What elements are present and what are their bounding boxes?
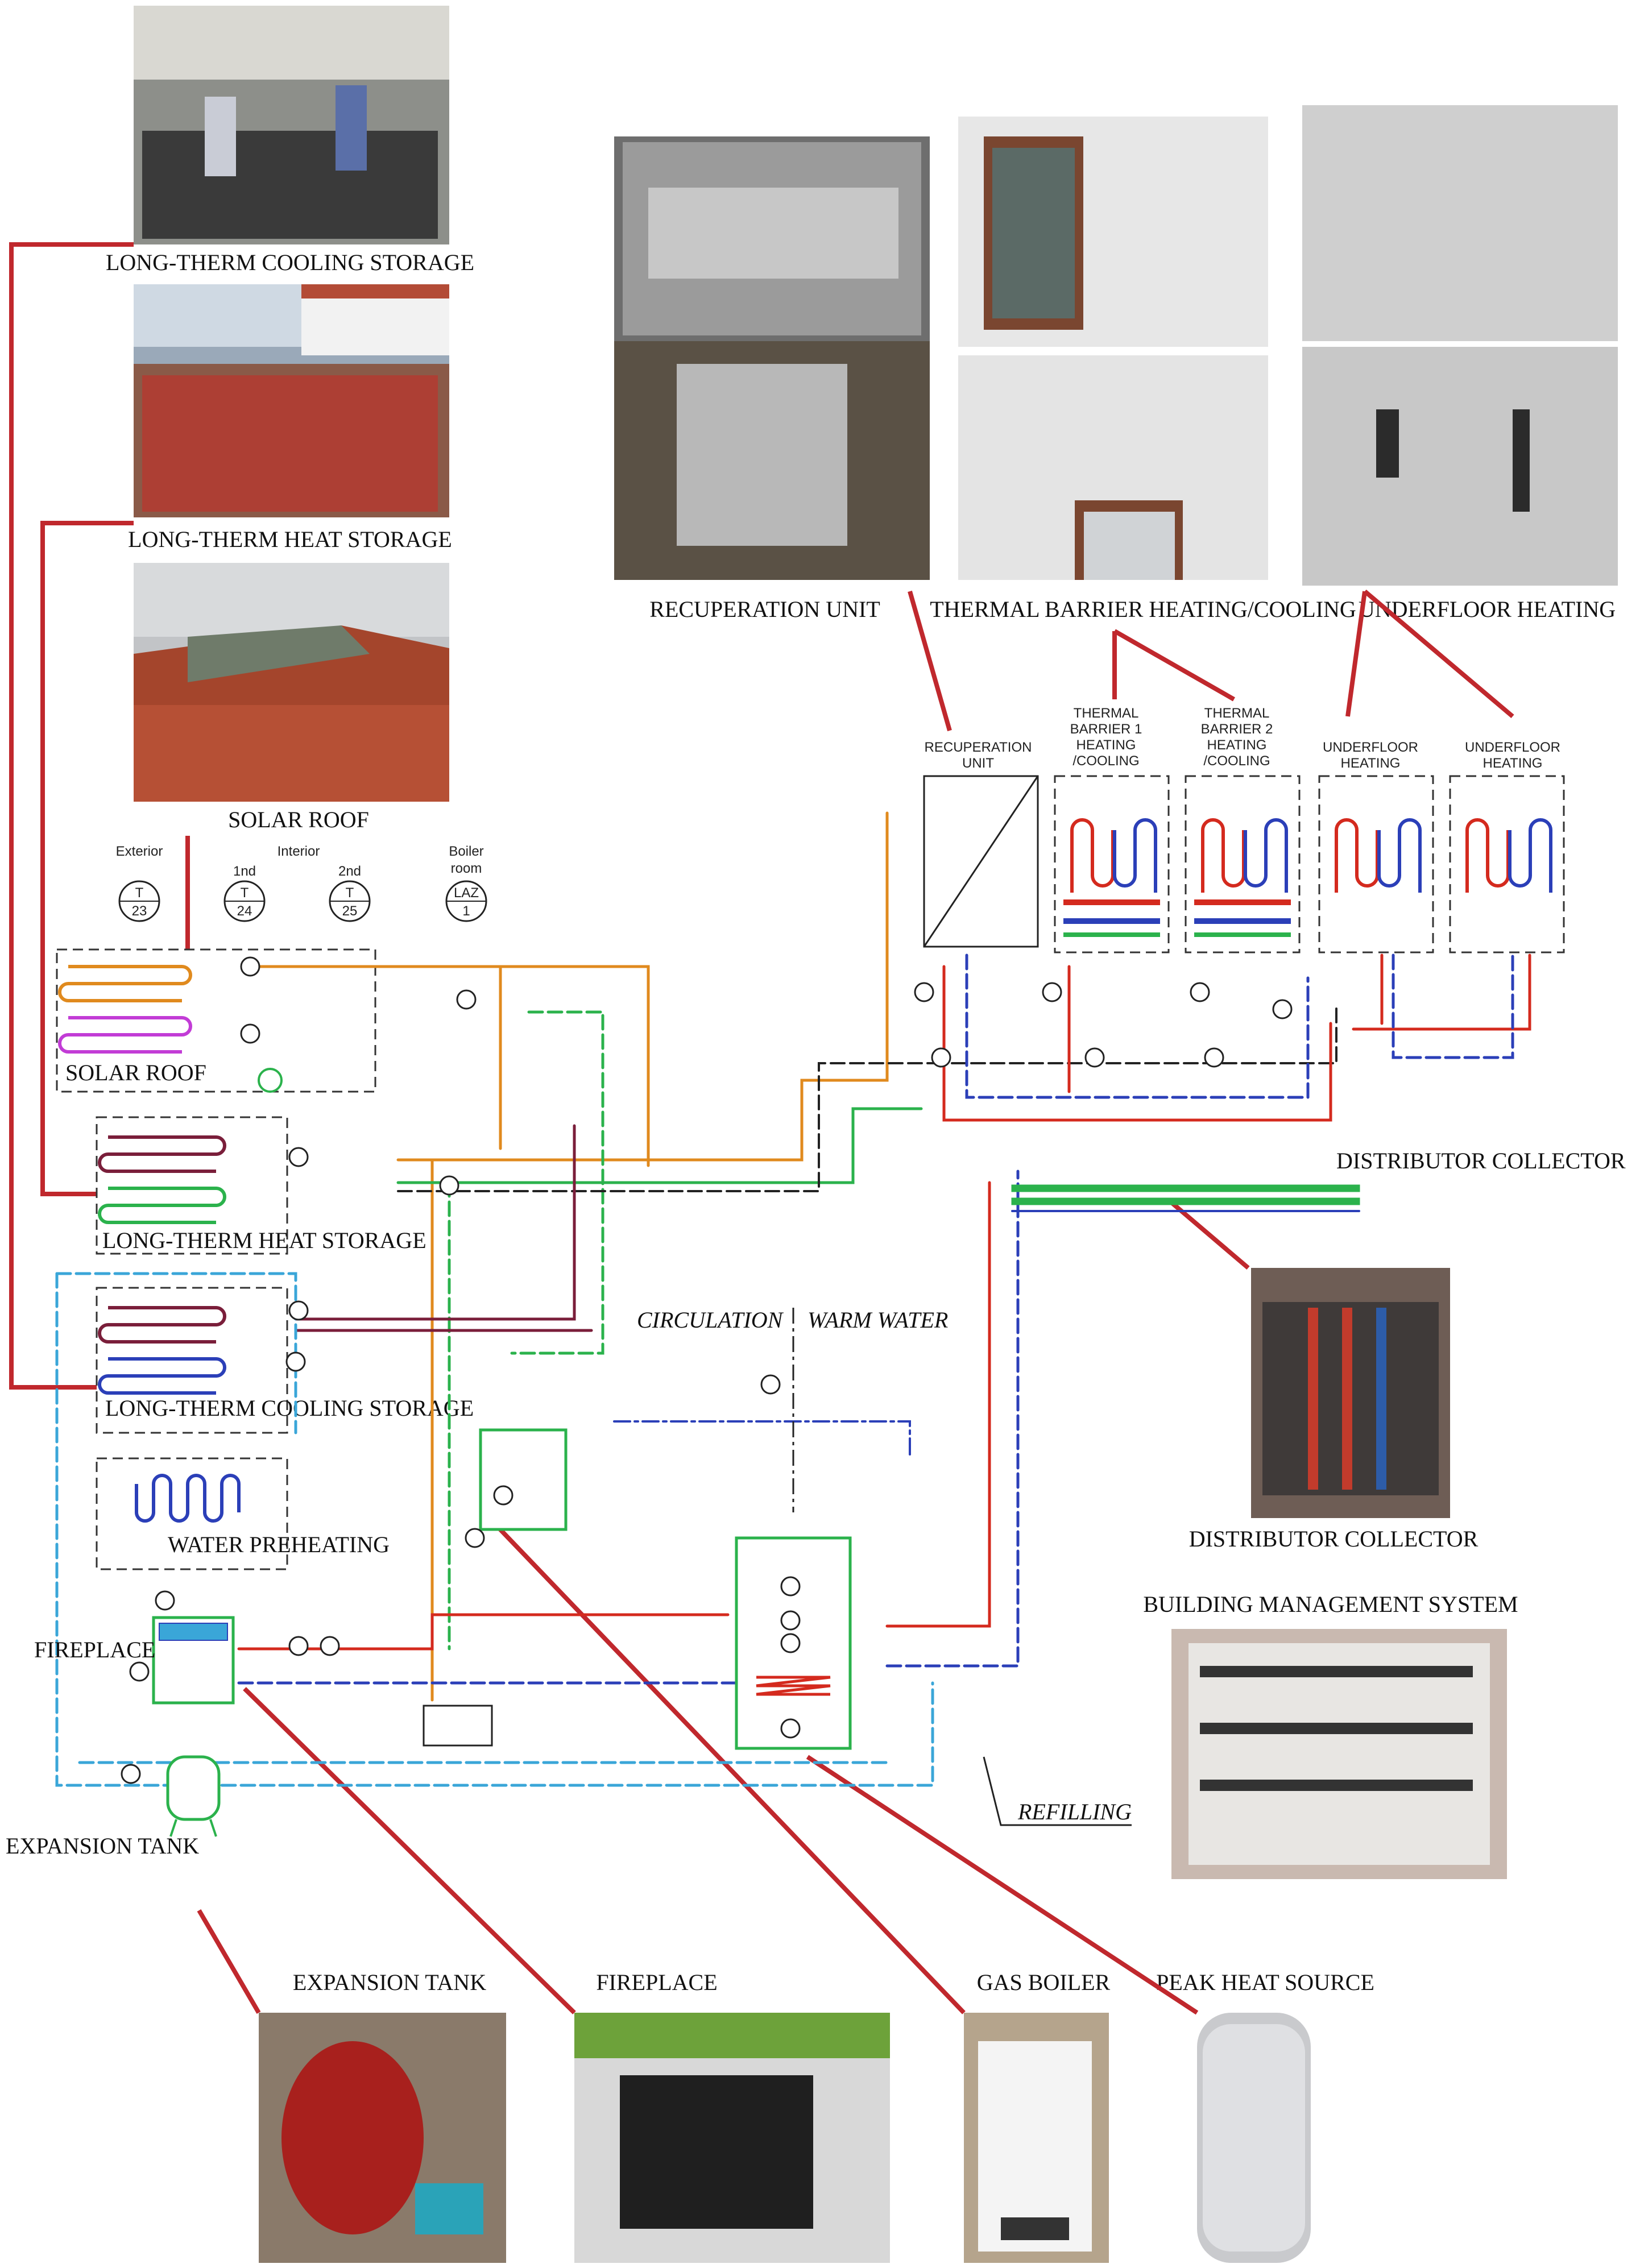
sensor-laz1-bottom: 1 <box>462 903 470 919</box>
underfloor-2-line-1: UNDERFLOOR <box>1465 740 1560 755</box>
label-photo-solar-roof: SOLAR ROOF <box>228 807 369 832</box>
gas-boiler-symbol <box>479 1428 568 1531</box>
water-preheating-coil <box>135 1474 241 1523</box>
barrier-1-title: THERMAL BARRIER 1 HEATING /COOLING <box>1070 706 1142 769</box>
recuperation-label-line-1: RECUPERATION <box>925 740 1032 755</box>
sensor-laz1: LAZ 1 <box>445 880 487 922</box>
sensor-t25: T 25 <box>329 880 371 922</box>
underfloor-1-line-1: UNDERFLOOR <box>1323 740 1418 755</box>
emitter-coils <box>1070 818 1552 893</box>
schematic-label-circulation: CIRCULATION <box>637 1307 784 1333</box>
label-photo-gas-boiler: GAS BOILER <box>977 1970 1111 1995</box>
expansion-tank-symbol <box>166 1755 221 1837</box>
solar-expansion-symbol <box>258 1068 283 1093</box>
schematic-label-fireplace: FIREPLACE <box>34 1637 155 1662</box>
photo-peak-heat <box>1197 2013 1311 2263</box>
recuperation-label-line-2: UNIT <box>962 756 994 771</box>
barrier-2-line-4: /COOLING <box>1203 753 1270 769</box>
barrier-1-line-2: BARRIER 1 <box>1070 722 1142 737</box>
barrier-1-line-1: THERMAL <box>1074 706 1139 721</box>
barrier-2-title: THERMAL BARRIER 2 HEATING /COOLING <box>1201 706 1273 769</box>
label-photo-distributor: DISTRIBUTOR COLLECTOR <box>1189 1526 1479 1552</box>
emitter-arrow-rows <box>1063 899 1291 937</box>
underfloor-1-title: UNDERFLOOR HEATING <box>1323 740 1418 771</box>
leader-lines <box>9 242 1514 2015</box>
emitter-boxes <box>1054 775 1565 953</box>
label-photo-peak-heat: PEAK HEAT SOURCE <box>1156 1970 1374 1995</box>
photo-distributor <box>1251 1268 1450 1518</box>
sensor-t25-bottom: 25 <box>342 903 358 919</box>
label-photo-thermal-barrier: THERMAL BARRIER HEATING/COOLING <box>930 596 1356 622</box>
label-photo-heat-storage: LONG-THERM HEAT STORAGE <box>128 526 452 552</box>
underfloor-1-line-2: HEATING <box>1341 756 1401 771</box>
sensor-header-exterior: Exterior <box>116 844 163 859</box>
sensor-t23-bottom: 23 <box>132 903 147 919</box>
sensor-header-room: room <box>451 861 482 876</box>
barrier-1-line-4: /COOLING <box>1072 753 1139 769</box>
photo-expansion-tank <box>259 2013 506 2263</box>
photo-cooling-storage <box>134 6 449 244</box>
label-photo-expansion-tank: EXPANSION TANK <box>293 1970 486 1995</box>
barrier-2-line-3: HEATING <box>1207 737 1267 753</box>
photo-fireplace <box>574 2013 890 2263</box>
schematic-label-solar-roof: SOLAR ROOF <box>65 1060 206 1085</box>
schematic-label-expansion-tank: EXPANSION TANK <box>6 1833 199 1859</box>
label-photo-underfloor: UNDERFLOOR HEATING <box>1359 596 1616 622</box>
barrier-2-line-1: THERMAL <box>1204 706 1270 721</box>
heat-storage-coils <box>98 1135 226 1224</box>
sensor-header-2nd: 2nd <box>338 864 361 879</box>
box-water-preheating <box>96 1457 288 1570</box>
sensor-t25-top: T <box>346 885 354 901</box>
recuperation-diagonal <box>923 776 1039 947</box>
barrier-2-line-2: BARRIER 2 <box>1201 722 1273 737</box>
underfloor-2-title: UNDERFLOOR HEATING <box>1465 740 1560 771</box>
barrier-1-line-3: HEATING <box>1076 737 1136 753</box>
pipe-network <box>55 811 1531 1787</box>
label-photo-bms: BUILDING MANAGEMENT SYSTEM <box>1143 1591 1518 1617</box>
box-heat-storage <box>96 1116 288 1255</box>
label-photo-recuperation: RECUPERATION UNIT <box>649 596 880 622</box>
sensor-t24-top: T <box>241 885 249 901</box>
schematic-label-warm-water: WARM WATER <box>807 1307 948 1333</box>
sensor-t24-bottom: 24 <box>237 903 252 919</box>
photo-heat-storage <box>134 284 449 517</box>
photo-bms <box>1171 1629 1507 1879</box>
schematic-label-distributor: DISTRIBUTOR COLLECTOR <box>1336 1148 1626 1174</box>
label-photo-fireplace: FIREPLACE <box>596 1970 717 1995</box>
sensor-headers: Exterior Interior 1nd 2nd Boiler room <box>116 844 484 879</box>
sensor-header-1nd: 1nd <box>233 864 256 879</box>
schematic-label-water-preheating: WATER PREHEATING <box>168 1532 390 1557</box>
fireplace-hx <box>159 1623 228 1641</box>
cooling-storage-coils <box>98 1306 226 1395</box>
photo-gas-boiler <box>964 2013 1109 2263</box>
schematic-label-refilling: REFILLING <box>1017 1799 1132 1825</box>
schematic-label-heat-storage: LONG-THERM HEAT STORAGE <box>102 1228 426 1253</box>
underfloor-2-line-2: HEATING <box>1483 756 1543 771</box>
sensor-laz1-top: LAZ <box>454 885 479 901</box>
box-solar-roof <box>56 948 376 1093</box>
photo-solar-roof <box>134 563 449 802</box>
sensor-header-boiler: Boiler <box>449 844 483 859</box>
label-photo-cooling-storage: LONG-THERM COOLING STORAGE <box>106 250 474 275</box>
refilling-callout: REFILLING <box>983 1756 1132 1826</box>
sensor-t24: T 24 <box>223 880 266 922</box>
photo-underfloor <box>1302 105 1618 586</box>
mixing-valve-actuator <box>423 1705 493 1747</box>
schematic-label-cooling-storage: LONG-THERM COOLING STORAGE <box>105 1395 474 1421</box>
sensor-t23: T 23 <box>118 880 160 922</box>
pump-and-gauge-symbols <box>121 956 1293 1784</box>
solar-roof-coils <box>58 965 192 1054</box>
photo-recuperation <box>614 136 930 580</box>
photo-thermal-barrier <box>958 117 1268 580</box>
tank-coil <box>756 1676 831 1696</box>
sensor-header-interior: Interior <box>278 844 320 859</box>
sensor-t23-top: T <box>135 885 144 901</box>
